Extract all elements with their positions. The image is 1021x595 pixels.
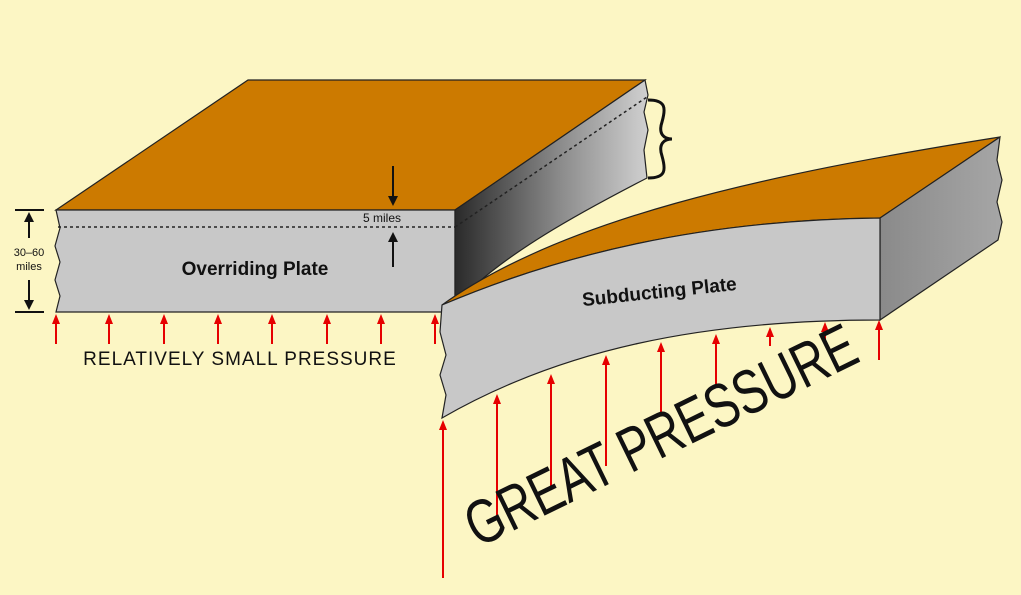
small-pressure-arrow — [268, 314, 276, 344]
thickness-brace — [647, 98, 673, 180]
great-pressure-arrow — [712, 334, 720, 388]
great-pressure-arrow — [439, 420, 447, 578]
great-pressure-arrow — [602, 355, 610, 466]
subducting-plate: Subducting Plate — [439, 135, 1003, 420]
thickness-unit: miles — [16, 261, 42, 273]
great-pressure-arrow — [821, 322, 829, 342]
small-pressure-arrow — [160, 314, 168, 344]
overriding-plate: Overriding Plate — [54, 78, 649, 313]
small-pressure-arrow — [323, 314, 331, 344]
layer-line-side — [454, 96, 648, 228]
layer-thickness-label: 5 miles — [363, 211, 401, 225]
small-pressure-arrow — [52, 314, 60, 344]
small-pressure-arrow — [377, 314, 385, 344]
subducting-plate-front — [439, 217, 881, 420]
great-pressure-arrow — [657, 342, 665, 414]
thickness-value: 30–60 — [14, 247, 45, 259]
small-pressure-label: RELATIVELY SMALL PRESSURE — [83, 349, 397, 370]
great-pressure-arrows — [439, 320, 883, 578]
great-pressure-arrow — [875, 320, 883, 360]
great-pressure-arrow — [766, 327, 774, 346]
small-pressure-arrows — [52, 314, 439, 344]
small-pressure-arrow — [105, 314, 113, 344]
layer-dimension: 5 miles — [363, 166, 401, 267]
small-pressure-arrow — [214, 314, 222, 344]
great-pressure-arrow — [493, 394, 501, 520]
great-pressure-arrow — [547, 374, 555, 488]
small-pressure-arrow — [431, 314, 439, 344]
plate-thickness-dimension: 30–60 miles — [14, 209, 45, 313]
subducting-plate-end — [879, 135, 1003, 322]
overriding-plate-label: Overriding Plate — [182, 259, 329, 280]
